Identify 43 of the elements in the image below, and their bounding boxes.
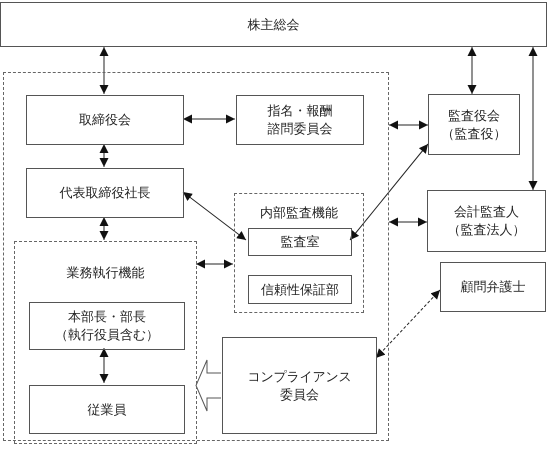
org-box [0,2,547,47]
arrow [100,216,108,240]
arrow [528,46,538,190]
org-box [248,228,352,256]
dashed-group-box [3,72,389,441]
org-box [222,337,377,434]
unit-name: 監査室 [280,233,320,251]
arrow [350,144,428,240]
unit-name: 株主総会 [248,16,300,34]
unit-name: 監査役会（監査役） [442,106,506,142]
org-box [236,95,364,145]
arrow [182,192,246,240]
arrow [100,348,108,384]
unit-name: 会計監査人（監査法人） [448,203,526,239]
unit-name: 顧問弁護士 [460,278,526,296]
arrow [100,144,108,168]
unit-name: 本部長・部長（執行役員含む） [55,308,159,344]
dashed-arrow [376,290,440,358]
unit-name: 信頼性保証部 [261,280,339,298]
arrow [100,46,108,94]
unit-name: 従業員 [88,400,126,418]
org-box [427,190,546,252]
org-box [26,168,184,218]
unit-name: 指名・報酬諮問委員会 [266,102,334,138]
org-box [29,385,185,434]
group-heading: 業務執行機能 [66,264,146,282]
org-box [26,95,184,145]
block-arrow [195,360,222,412]
unit-name: コンプライアンス委員会 [246,368,352,404]
org-box [248,275,352,304]
arrow [182,114,236,124]
unit-name: 代表取締役社長 [60,184,150,202]
arrow [388,218,428,226]
dashed-group-box [14,241,197,444]
dashed-group-box [234,193,364,313]
org-box [440,262,546,312]
arrow [196,260,234,268]
unit-name: 取締役会 [79,111,131,129]
arrow [388,120,428,130]
org-box [29,302,185,350]
group-heading: 内部監査機能 [259,204,339,222]
arrow [468,46,476,94]
org-box [428,94,520,155]
